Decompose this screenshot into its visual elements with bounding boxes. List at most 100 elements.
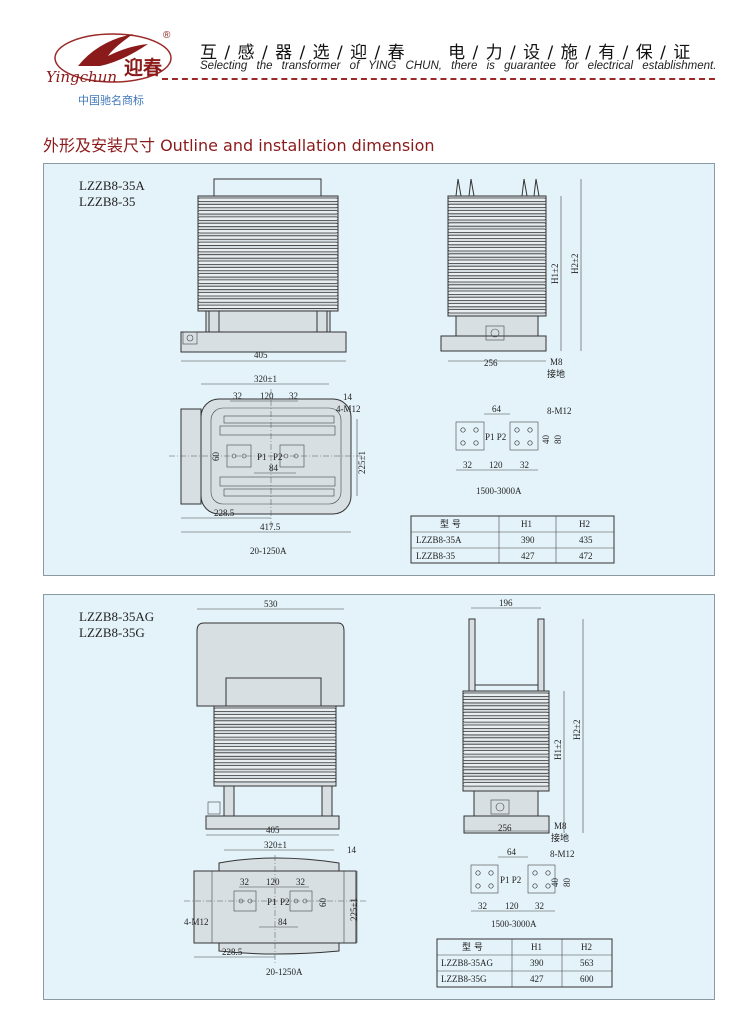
dim-120: 120 (505, 901, 519, 911)
ground-bolt: M8 (554, 821, 567, 831)
table-header: 型 号 (462, 942, 483, 953)
dim-width-front: 405 (254, 350, 268, 360)
dim-32: 32 (520, 460, 529, 470)
dim-225: 225±1 (357, 451, 367, 474)
insulator-fin (213, 739, 337, 744)
insulator-fin (462, 743, 550, 749)
insulator-fin (213, 745, 337, 751)
insulator-fin (447, 265, 547, 271)
terminal-p1-p2: P1 P2 (500, 875, 521, 885)
drawing-sheet: LZZB8-35A LZZB8-35 405 (79, 178, 615, 564)
dim-417-5: 417.5 (260, 522, 281, 532)
model-label: LZZB8-35A (79, 178, 145, 193)
insulator-fin (462, 769, 550, 774)
dim-width-front: 405 (266, 825, 280, 835)
terminal-p2: P2 (280, 897, 290, 907)
dim-120: 120 (489, 460, 503, 470)
table-cell: 427 (530, 974, 544, 984)
model-label: LZZB8-35 (79, 194, 135, 209)
insulator-fin (213, 771, 337, 776)
table-header: H2 (581, 942, 592, 952)
insulator-fin (197, 298, 339, 303)
dim-40: 40 (550, 878, 560, 888)
dim-64: 64 (492, 404, 502, 414)
front-view: 405 (180, 178, 347, 362)
table-cell: 435 (579, 535, 593, 545)
insulator-fin (213, 733, 337, 738)
dim-84: 84 (278, 917, 288, 927)
dim-top-width: 196 (499, 598, 513, 608)
terminal-p1: P1 (267, 897, 277, 907)
current-rating: 1500-3000A (476, 486, 522, 496)
insulator-fin (213, 758, 337, 764)
insulator-fin (447, 197, 547, 202)
insulator-fin (197, 210, 339, 215)
current-rating: 20-1250A (266, 967, 303, 977)
dim-width-side: 256 (498, 823, 512, 833)
table-cell: 390 (521, 535, 535, 545)
insulator-fin (447, 302, 547, 308)
table-cell: LZZB8-35AG (441, 958, 493, 968)
dim-80: 80 (553, 435, 563, 445)
dim-80: 80 (562, 878, 572, 888)
insulator-fin (447, 241, 547, 246)
dashed-divider (162, 78, 715, 80)
side-view: 196 H1±2 H2±2 256 M8 接地 (462, 598, 584, 844)
dimension-panel-g-type: LZZB8-35AG LZZB8-35G 530 405 196 (43, 594, 715, 1000)
table-cell: 563 (580, 958, 594, 968)
front-view: 530 405 (196, 599, 345, 836)
registered-mark: ® (163, 30, 171, 41)
dim-228-5: 228.5 (214, 508, 235, 518)
insulator-fins (197, 197, 339, 309)
insulator-fin (197, 222, 339, 228)
drawing-sheet: LZZB8-35AG LZZB8-35G 530 405 196 (79, 598, 613, 988)
table-cell: 472 (579, 551, 593, 561)
insulator-fin (197, 203, 339, 209)
dim-h1: H1±2 (553, 740, 563, 760)
insulator-fin (447, 309, 547, 314)
dim-320: 320±1 (254, 374, 277, 384)
dim-32: 32 (233, 391, 242, 401)
insulator-fin (197, 285, 339, 291)
table-header: H1 (521, 519, 532, 529)
height-table: 型 号 H1 H2 LZZB8-35A 390 435 LZZB8-35 427… (410, 515, 615, 564)
busbar-detail: 64 8-M12 P1 P2 40 80 32 120 32 1500-3000… (455, 404, 572, 496)
bolt-spec: 4-M12 (184, 917, 209, 927)
table-header: H1 (531, 942, 542, 952)
insulator-fin (197, 197, 339, 202)
table-header: H2 (579, 519, 590, 529)
insulator-fin (462, 705, 550, 710)
dim-h2: H2±2 (572, 720, 582, 740)
insulator-fin (213, 777, 337, 783)
table-cell: LZZB8-35 (416, 551, 455, 561)
dim-14: 14 (347, 845, 357, 855)
insulator-fin (462, 750, 550, 755)
insulator-fin (197, 216, 339, 221)
insulator-fins (447, 197, 547, 314)
slogan-english: Selecting the transformer of YING CHUN, … (200, 60, 717, 72)
insulator-fin (462, 782, 550, 787)
yingchun-logo: Yingchun 迎春 (46, 33, 172, 86)
insulator-fin (447, 216, 547, 221)
table-cell: 600 (580, 974, 594, 984)
table-header: 型 号 (440, 519, 461, 530)
insulator-fins (213, 707, 337, 783)
insulator-fin (447, 203, 547, 209)
insulator-fin (197, 235, 339, 240)
plan-view: 320±1 32 120 32 14 4-M12 60 P1 P2 84 225… (169, 374, 367, 556)
dim-120: 120 (260, 391, 274, 401)
insulator-fin (213, 752, 337, 757)
table-cell: 427 (521, 551, 535, 561)
insulator-fin (462, 718, 550, 723)
bolt-spec: 8-M12 (547, 406, 572, 416)
dim-120: 120 (266, 877, 280, 887)
insulator-fin (462, 762, 550, 768)
dim-h2: H2±2 (570, 254, 580, 274)
ground-label: 接地 (551, 832, 569, 844)
current-rating: 20-1250A (250, 546, 287, 556)
insulator-fin (197, 266, 339, 272)
insulator-fin (213, 707, 337, 712)
slogan-chinese: 互 / 感 / 器 / 选 / 迎 / 春 电 / 力 / 设 / 施 / 有 … (200, 43, 692, 63)
side-view: H1±2 H2±2 256 M8 接地 (440, 178, 582, 380)
